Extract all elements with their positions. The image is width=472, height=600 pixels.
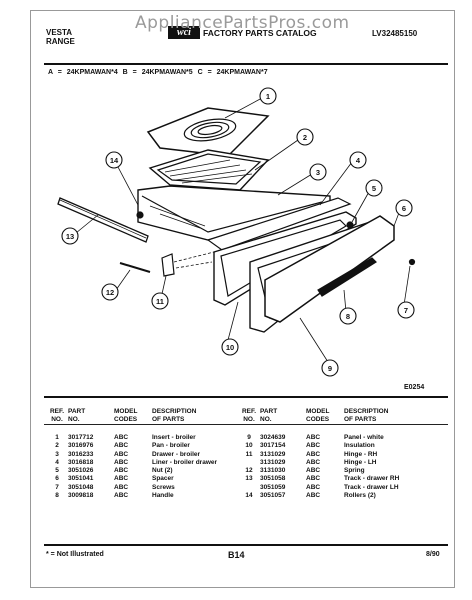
footer-rule bbox=[44, 544, 448, 546]
svg-text:4: 4 bbox=[356, 156, 361, 165]
model-codes-line: A = 24KPMAWAN*4 B = 24KPMAWAN*5 C = 24KP… bbox=[48, 69, 268, 76]
brand-name: VESTA bbox=[46, 28, 73, 37]
product-type: RANGE bbox=[46, 37, 75, 46]
header-rule bbox=[44, 63, 448, 65]
broiler-insert-shape bbox=[146, 107, 270, 157]
catalog-date: 8/90 bbox=[426, 551, 440, 558]
svg-text:5: 5 bbox=[372, 184, 376, 193]
svg-text:14: 14 bbox=[110, 156, 119, 165]
svg-text:8: 8 bbox=[346, 312, 350, 321]
page-frame bbox=[30, 10, 455, 588]
callout-11: 11 bbox=[151, 292, 169, 310]
page-number: B14 bbox=[228, 550, 245, 560]
svg-text:2: 2 bbox=[303, 133, 307, 142]
svg-text:10: 10 bbox=[226, 343, 234, 352]
drawer-front-shape bbox=[264, 215, 395, 323]
callout-1: 1 bbox=[259, 87, 277, 105]
callout-9: 9 bbox=[321, 359, 339, 377]
table-top-rule bbox=[44, 396, 448, 398]
drawer-liner-shape bbox=[206, 197, 352, 251]
callout-10: 10 bbox=[221, 338, 239, 356]
callout-3: 3 bbox=[309, 163, 327, 181]
footnote: * = Not Illustrated bbox=[46, 551, 104, 558]
catalog-title: FACTORY PARTS CATALOG bbox=[203, 28, 317, 38]
callout-12: 12 bbox=[101, 283, 119, 301]
svg-text:6: 6 bbox=[402, 204, 406, 213]
svg-text:1: 1 bbox=[266, 92, 270, 101]
svg-text:7: 7 bbox=[404, 306, 408, 315]
svg-text:13: 13 bbox=[66, 232, 74, 241]
exploded-diagram: 1 2 3 4 5 6 7 8 9 10 11 12 13 14 E0254 bbox=[57, 87, 424, 391]
watermark: AppliancePartsPros.com bbox=[135, 13, 350, 33]
callout-8: 8 bbox=[339, 307, 357, 325]
table-header-rule bbox=[44, 424, 448, 425]
callout-4: 4 bbox=[349, 151, 367, 169]
catalog-number: LV32485150 bbox=[372, 29, 418, 38]
svg-text:3: 3 bbox=[316, 168, 320, 177]
callout-14: 14 bbox=[105, 151, 123, 169]
svg-text:12: 12 bbox=[106, 288, 114, 297]
svg-text:11: 11 bbox=[156, 297, 164, 306]
brand-block: VESTA RANGE bbox=[46, 28, 75, 46]
callout-5: 5 bbox=[365, 179, 383, 197]
callout-2: 2 bbox=[296, 128, 314, 146]
figure-code: E0254 bbox=[404, 384, 424, 391]
svg-text:9: 9 bbox=[328, 364, 332, 373]
wci-logo: wci bbox=[168, 26, 200, 39]
callout-13: 13 bbox=[61, 227, 79, 245]
callout-7: 7 bbox=[397, 301, 415, 319]
handle-shape bbox=[317, 257, 377, 297]
callout-6: 6 bbox=[395, 199, 413, 217]
